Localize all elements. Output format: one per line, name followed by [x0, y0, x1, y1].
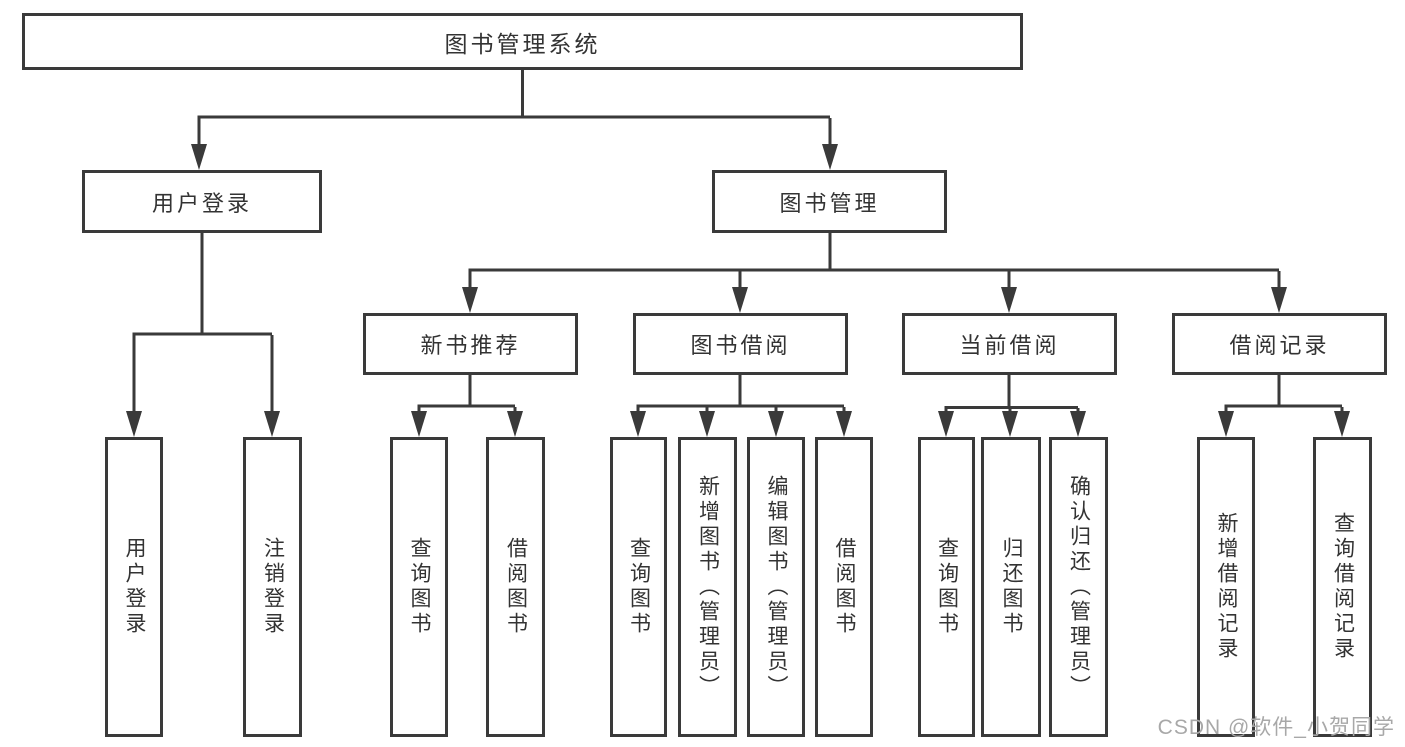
- leaf-logout: 注销登录: [243, 437, 302, 737]
- node-system-root: 图书管理系统: [22, 13, 1023, 70]
- connector-root-to-level2: [191, 68, 838, 170]
- leaf-add-borrow-record-label: 新增借阅记录: [1215, 512, 1238, 662]
- leaf-confirm-return-admin: 确认归还（管理员）: [1049, 437, 1108, 737]
- node-borrow-record-label: 借阅记录: [1229, 333, 1330, 358]
- leaf-borrow-search-book: 查询图书: [610, 437, 667, 737]
- leaf-borrow-book: 借阅图书: [815, 437, 873, 737]
- node-book-borrow-label: 图书借阅: [690, 333, 791, 358]
- leaf-user-login: 用户登录: [105, 437, 163, 737]
- node-borrow-record: 借阅记录: [1172, 313, 1387, 375]
- leaf-user-login-label: 用户登录: [123, 537, 146, 637]
- leaf-add-book-admin: 新增图书（管理员）: [678, 437, 737, 737]
- leaf-search-borrow-record-label: 查询借阅记录: [1331, 512, 1355, 662]
- leaf-logout-label: 注销登录: [261, 537, 285, 637]
- leaf-current-search-book-label: 查询图书: [935, 537, 959, 637]
- leaf-edit-book-admin: 编辑图书（管理员）: [747, 437, 805, 737]
- connector-recommend-to-leaves: [411, 373, 523, 437]
- node-user-login: 用户登录: [82, 170, 322, 233]
- connector-user-login-to-leaves: [126, 231, 280, 437]
- node-book-management: 图书管理: [712, 170, 947, 233]
- leaf-recommend-borrow-book-label: 借阅图书: [504, 537, 528, 637]
- leaf-return-book: 归还图书: [981, 437, 1041, 737]
- leaf-return-book-label: 归还图书: [1000, 537, 1023, 637]
- node-current-borrow: 当前借阅: [902, 313, 1117, 375]
- leaf-search-borrow-record: 查询借阅记录: [1313, 437, 1372, 737]
- leaf-borrow-search-book-label: 查询图书: [627, 537, 651, 637]
- leaf-confirm-return-admin-label: 确认归还（管理员）: [1067, 474, 1091, 700]
- connector-record-to-leaves: [1218, 373, 1350, 437]
- leaf-recommend-search-book: 查询图书: [390, 437, 448, 737]
- leaf-recommend-search-book-label: 查询图书: [408, 537, 431, 637]
- node-new-book-recommend-label: 新书推荐: [420, 333, 521, 358]
- connector-book-mgmt-to-level3: [462, 231, 1287, 313]
- node-new-book-recommend: 新书推荐: [363, 313, 578, 375]
- node-user-login-label: 用户登录: [151, 190, 252, 216]
- leaf-borrow-book-label: 借阅图书: [833, 537, 856, 637]
- node-book-management-label: 图书管理: [779, 190, 880, 216]
- node-current-borrow-label: 当前借阅: [959, 333, 1060, 358]
- leaf-edit-book-admin-label: 编辑图书（管理员）: [765, 474, 788, 700]
- leaf-add-book-admin-label: 新增图书（管理员）: [696, 474, 720, 700]
- leaf-current-search-book: 查询图书: [918, 437, 975, 737]
- connector-borrow-to-leaves: [630, 373, 852, 437]
- connector-current-to-leaves: [938, 373, 1086, 437]
- leaf-recommend-borrow-book: 借阅图书: [486, 437, 545, 737]
- node-system-root-label: 图书管理系统: [444, 30, 601, 57]
- csdn-watermark: CSDN @软件_小贺同学: [1157, 716, 1395, 739]
- leaf-add-borrow-record: 新增借阅记录: [1197, 437, 1255, 737]
- node-book-borrow: 图书借阅: [633, 313, 848, 375]
